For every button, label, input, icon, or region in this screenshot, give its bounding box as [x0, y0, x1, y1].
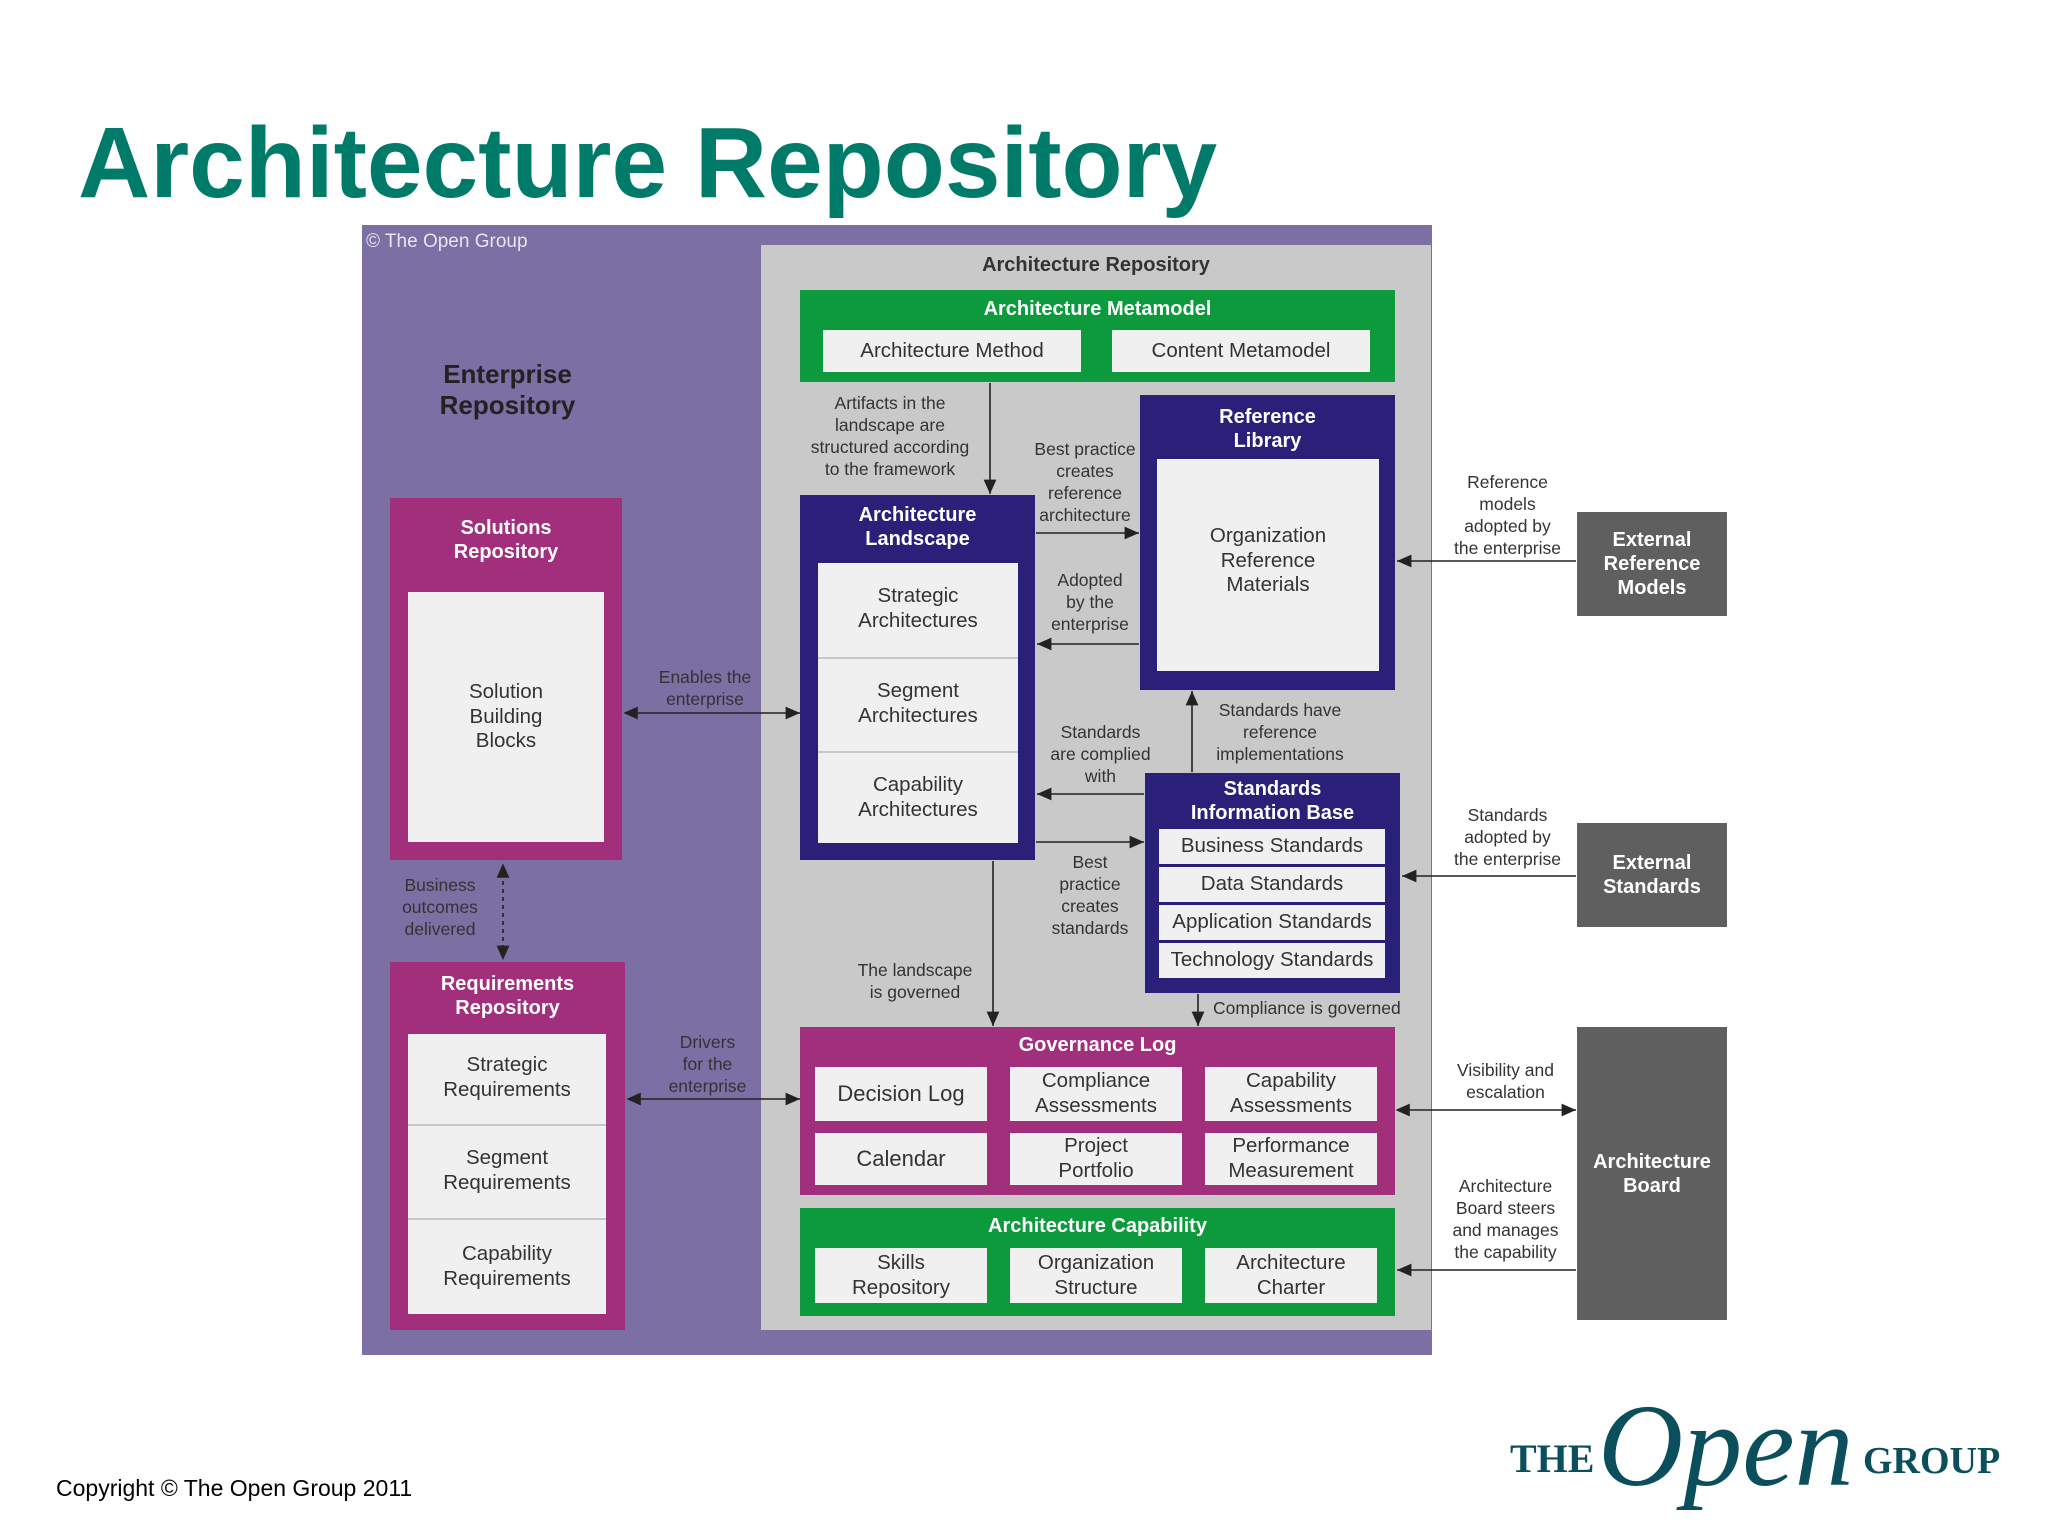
capability-assessments: Capability Assessments [1205, 1067, 1377, 1121]
standards-information-base-title: Standards Information Base [1190, 778, 1355, 824]
logo-the: THE [1510, 1436, 1595, 1481]
organization-reference-materials: Organization Reference Materials [1157, 459, 1379, 671]
solution-building-blocks: Solution Building Blocks [408, 592, 604, 842]
external-standards: External Standards [1577, 823, 1727, 927]
strategic-requirements: Strategic Requirements [408, 1034, 606, 1122]
compliance-governed-label: Compliance is governed [1213, 998, 1401, 1018]
enterprise-repository-label: Enterprise Repository [439, 358, 576, 420]
business-outcomes-label: Business outcomes delivered [402, 875, 478, 939]
enables-label: Enables the enterprise [658, 667, 752, 709]
organization-structure: Organization Structure [1010, 1248, 1182, 1303]
segment-architectures: Segment Architectures [818, 657, 1018, 749]
watermark: © The Open Group [366, 231, 528, 252]
landscape-list: Strategic Architectures Segment Architec… [818, 563, 1018, 843]
project-portfolio: Project Portfolio [1010, 1133, 1182, 1185]
business-standards: Business Standards [1159, 829, 1385, 864]
logo-group: GROUP [1863, 1440, 2001, 1482]
calendar: Calendar [815, 1133, 987, 1185]
architecture-method-box: Architecture Method [823, 330, 1081, 372]
architecture-board: Architecture Board [1577, 1027, 1727, 1320]
requirements-repository: Requirements Repository Strategic Requir… [390, 962, 625, 1330]
external-reference-models: External Reference Models [1577, 512, 1727, 616]
standards-information-base: Standards Information Base Business Stan… [1145, 773, 1400, 993]
copyright: Copyright © The Open Group 2011 [56, 1475, 413, 1501]
standards-reference-implementations-label: Standards have reference implementations [1216, 700, 1344, 764]
requirements-repository-title: Requirements Repository [440, 973, 575, 1019]
open-group-logo: THE Open GROUP [1508, 1387, 2028, 1535]
architecture-charter: Architecture Charter [1205, 1248, 1377, 1303]
reference-library: Reference Library Organization Reference… [1140, 395, 1395, 690]
best-practice-standards-label: Best practice creates standards [1051, 852, 1129, 938]
solutions-repository-title: Solutions Repository [453, 517, 559, 563]
decision-log: Decision Log [815, 1067, 987, 1121]
architecture-landscape-title: Architecture Landscape [858, 504, 977, 550]
visibility-label: Visibility and escalation [1457, 1060, 1554, 1102]
architecture-landscape: Architecture Landscape Strategic Archite… [800, 495, 1035, 860]
capability-requirements: Capability Requirements [408, 1218, 606, 1314]
capability-architectures: Capability Architectures [818, 751, 1018, 843]
governance-log: Governance Log Decision Log Compliance A… [800, 1027, 1395, 1195]
best-practice-reference-label: Best practice creates reference architec… [1034, 439, 1136, 525]
compliance-assessments: Compliance Assessments [1010, 1067, 1182, 1121]
solutions-repository: Solutions Repository Solution Building B… [390, 498, 622, 860]
adopted-label: Adopted by the enterprise [1051, 570, 1129, 634]
governance-log-title: Governance Log [1018, 1034, 1177, 1056]
requirements-list: Strategic Requirements Segment Requireme… [408, 1034, 606, 1314]
standards-complied-label: Standards are complied with [1050, 722, 1151, 786]
artifacts-label: Artifacts in the landscape are structure… [810, 393, 970, 479]
drivers-label: Drivers for the enterprise [668, 1032, 747, 1096]
standards-adopted-label: Standards adopted by the enterprise [1453, 805, 1561, 869]
architecture-capability: Architecture Capability Skills Repositor… [800, 1208, 1395, 1316]
board-steers-label: Architecture Board steers and manages th… [1452, 1176, 1559, 1262]
strategic-architectures: Strategic Architectures [818, 563, 1018, 655]
skills-repository: Skills Repository [815, 1248, 987, 1303]
architecture-metamodel-title: Architecture Metamodel [983, 298, 1212, 320]
reference-library-title: Reference Library [1219, 406, 1316, 452]
architecture-metamodel: Architecture Metamodel Architecture Meth… [800, 290, 1395, 382]
technology-standards: Technology Standards [1159, 943, 1385, 978]
architecture-repository-label: Architecture Repository [982, 253, 1210, 276]
landscape-governed-label: The landscape is governed [857, 960, 973, 1002]
reference-models-adopted-label: Reference models adopted by the enterpri… [1453, 472, 1561, 558]
data-standards: Data Standards [1159, 867, 1385, 902]
segment-requirements: Segment Requirements [408, 1124, 606, 1216]
content-metamodel-box: Content Metamodel [1112, 330, 1370, 372]
page-title: Architecture Repository [78, 107, 1218, 219]
performance-measurement: Performance Measurement [1205, 1133, 1377, 1185]
application-standards: Application Standards [1159, 905, 1385, 940]
logo-open: Open [1598, 1380, 1854, 1511]
architecture-capability-title: Architecture Capability [988, 1215, 1207, 1237]
